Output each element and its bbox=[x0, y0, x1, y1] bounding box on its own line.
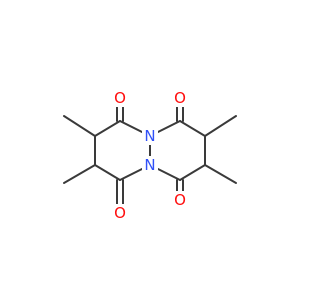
atoms-layer: O O O O NN bbox=[112, 89, 188, 222]
bond-methyl-1 bbox=[63, 115, 96, 137]
bond-c1-c2 bbox=[94, 120, 121, 137]
bond-c8-c9-line bbox=[179, 164, 206, 181]
oxygen-top-left-label: O bbox=[114, 89, 126, 107]
bond-methyl-1-line bbox=[63, 115, 96, 137]
oxygen-bottom-right-label: O bbox=[174, 191, 186, 209]
bond-c6-c7 bbox=[179, 120, 206, 137]
bond-c3-c5 bbox=[94, 164, 121, 181]
oxygen-top-left-atom: O bbox=[112, 89, 128, 107]
bond-c8-c9 bbox=[179, 164, 206, 181]
bond-methyl-4-line bbox=[204, 164, 237, 184]
oxygen-top-left-label-background bbox=[112, 89, 128, 107]
bond-methyl-4 bbox=[204, 164, 237, 184]
oxygen-top-right-label: O bbox=[174, 89, 186, 107]
molecule-structure-diagram: O O O O NN bbox=[63, 89, 237, 222]
oxygen-bottom-left-label: O bbox=[114, 204, 126, 222]
oxygen-top-right-atom: O bbox=[172, 89, 188, 107]
bond-c3-c5-line bbox=[94, 164, 121, 181]
nitrogen-bottom-label-background bbox=[142, 156, 158, 174]
oxygen-top-right-label-background bbox=[172, 89, 188, 107]
bond-methyl-3-line bbox=[204, 115, 237, 137]
nitrogen-top-atom: N bbox=[142, 127, 158, 145]
bond-methyl-2-line bbox=[63, 164, 96, 184]
oxygen-bottom-left-atom: O bbox=[112, 204, 128, 222]
oxygen-bottom-right-label-background bbox=[172, 191, 188, 209]
bond-c1-c2-line bbox=[94, 120, 121, 137]
oxygen-bottom-right-atom: O bbox=[172, 191, 188, 209]
bond-methyl-2 bbox=[63, 164, 96, 184]
nitrogen-top-label-background bbox=[142, 127, 158, 145]
nitrogen-bottom-atom: N bbox=[142, 156, 158, 174]
nitrogen-bottom-label: N bbox=[144, 156, 155, 174]
oxygen-bottom-left-label-background bbox=[112, 204, 128, 222]
nitrogen-top-label: N bbox=[144, 127, 155, 145]
bond-methyl-3 bbox=[204, 115, 237, 137]
bond-c6-c7-line bbox=[179, 120, 206, 137]
